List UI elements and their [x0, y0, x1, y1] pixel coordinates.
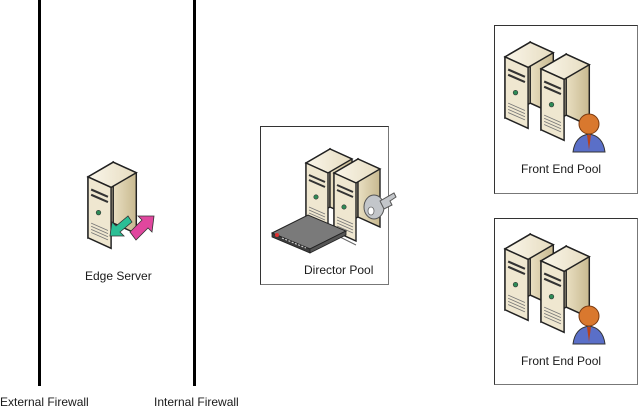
front-end-pool-1-icon	[503, 41, 606, 153]
internal-firewall-label: Internal Firewall	[154, 395, 239, 409]
user-icon	[572, 305, 606, 345]
user-icon	[572, 113, 606, 153]
director-pool-icon	[270, 148, 397, 254]
front-end-pool-1-label: Front End Pool	[521, 162, 602, 176]
key-icon	[363, 192, 397, 220]
internal-firewall-line	[193, 0, 196, 386]
external-firewall-label: External Firewall	[0, 395, 89, 409]
front-end-pool-2-label: Front End Pool	[521, 354, 602, 368]
edge-server-label: Edge Server	[85, 269, 152, 283]
network-switch-icon	[270, 214, 348, 254]
arrow-pink-icon	[129, 215, 155, 241]
external-firewall-line	[38, 0, 41, 386]
director-pool-label: Director Pool	[304, 263, 374, 277]
arrow-green-icon	[109, 215, 133, 237]
edge-server-icon	[86, 161, 155, 250]
front-end-pool-2-icon	[503, 233, 606, 345]
